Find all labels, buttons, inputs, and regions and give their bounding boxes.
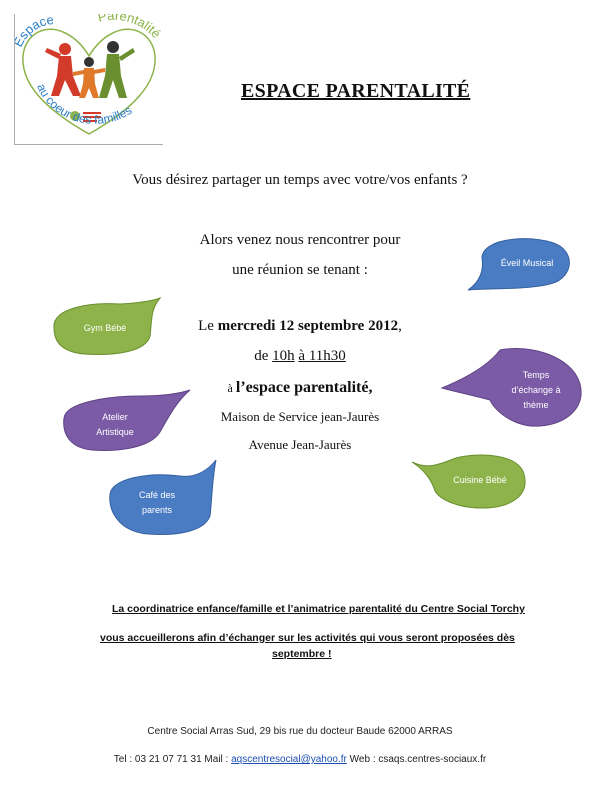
bubble-temps-echange (440, 348, 582, 427)
logo: Espace Parentalité au coeur des familles (10, 8, 164, 145)
bubble-cafe-parents (109, 459, 217, 535)
bubble-atelier-artistique (63, 389, 191, 451)
bubble-label-cafe-1: Café des (138, 490, 176, 500)
time-prefix: de (254, 348, 273, 364)
intro-question: Vous désirez partager un temps avec votr… (132, 172, 468, 188)
footer-web: Web : csaqs.centres-sociaux.fr (346, 754, 487, 765)
bubble-label-eveil: Éveil Musical (500, 258, 554, 268)
bubble-label-atelier-2: Artistique (96, 427, 134, 437)
date-suffix: , (398, 318, 402, 334)
bubble-label-temps-1: Temps (522, 370, 550, 380)
bubble-cuisine-bebe (411, 454, 526, 509)
bubble-gym-bebe (53, 296, 162, 355)
footer-address: Centre Social Arras Sud, 29 bis rue du d… (147, 726, 453, 737)
place-prefix: à (227, 381, 236, 395)
footer-contact: Tel : 03 21 07 71 31 Mail : aqscentresoc… (0, 754, 600, 765)
bubble-eveil-musical (466, 238, 570, 291)
bubble-label-gym: Gym Bébé (83, 323, 127, 333)
invite-line-2: une réunion se tenant : (232, 262, 368, 278)
meeting-place: à l’espace parentalité, (0, 379, 600, 397)
invite-line-1: Alors venez nous rencontrer pour (199, 232, 401, 248)
message-line-1: La coordinatrice enfance/famille et l’an… (112, 603, 525, 615)
activity-bubbles (53, 238, 582, 535)
bubble-label-atelier-1: Atelier (102, 412, 128, 422)
footer-email-link[interactable]: aqscentresocial@yahoo.fr (231, 754, 347, 765)
message-line-3: septembre ! (272, 648, 332, 660)
time-start: 10h (272, 348, 295, 364)
bubble-label-cafe: Café des parents (112, 488, 202, 518)
bubble-label-temps-2: d’échange à (511, 385, 561, 395)
meeting-date: Le mercredi 12 septembre 2012, (0, 318, 600, 335)
bubble-label-atelier: Atelier Artistique (70, 410, 160, 440)
address-line-2: Avenue Jean-Jaurès (248, 437, 352, 452)
time-end: à 11h30 (298, 348, 346, 364)
bubble-label-cuisine: Cuisine Bébé (453, 475, 507, 485)
page-title: ESPACE PARENTALITÉ (241, 80, 471, 102)
bubble-label-temps: Temps d’échange à thème (496, 368, 576, 413)
date-prefix: Le (198, 318, 218, 334)
message-line-2: vous accueillerons afin d’échanger sur l… (100, 632, 515, 644)
logo-illustration: Espace Parentalité au coeur des familles (10, 8, 164, 135)
address-line-1: Maison de Service jean-Jaurès (220, 409, 380, 424)
place-name: l’espace parentalité, (235, 379, 373, 396)
date-value: mercredi 12 septembre 2012 (217, 318, 399, 334)
bubble-label-temps-3: thème (523, 400, 549, 410)
footer-tel: Tel : 03 21 07 71 31 Mail : (113, 754, 232, 765)
meeting-time: de 10h à 11h30 (0, 348, 600, 365)
bubble-label-cafe-2: parents (141, 505, 173, 515)
